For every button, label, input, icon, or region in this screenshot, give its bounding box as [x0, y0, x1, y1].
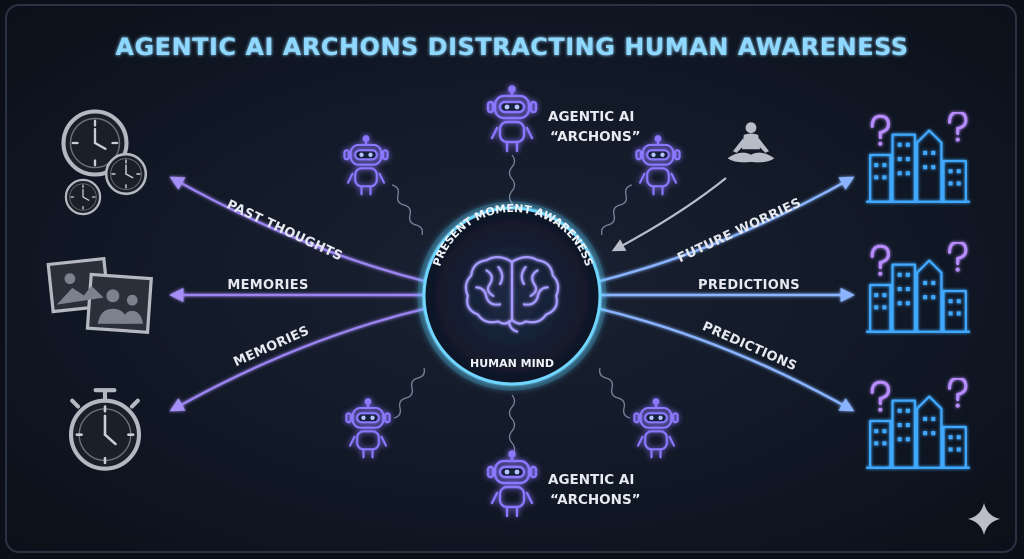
robot-icon-bottom-left [345, 398, 391, 459]
city-question-icon-1 [864, 112, 972, 204]
label-memories-1: MEMORIES [227, 278, 308, 293]
diagram-title: AGENTIC AI ARCHONS DISTRACTING HUMAN AWA… [115, 33, 908, 61]
wave-top-left [391, 184, 424, 236]
robot-icon-bottom-right [633, 398, 679, 459]
robot-icon-top-left [343, 135, 389, 196]
arrow-memories-2 [169, 306, 429, 412]
archon-label-bottom-line2: “ARCHONS” [550, 492, 641, 508]
wave-bottom-left [393, 367, 426, 419]
label-memories-2: MEMORIES [231, 323, 311, 370]
city-question-icon-2 [864, 242, 972, 334]
arrow-predictions-2 [595, 306, 855, 412]
archon-label-bottom-line1: AGENTIC AI [548, 472, 634, 488]
left-arrows [169, 176, 429, 412]
city-icons [864, 112, 972, 470]
stopwatch-icon [71, 390, 139, 468]
wave-bottom [508, 394, 516, 456]
right-arrows [595, 176, 855, 412]
human-mind-label: HUMAN MIND [470, 357, 554, 370]
label-past-thoughts: PAST THOUGHTS [224, 197, 345, 264]
label-predictions-2: PREDICTIONS [700, 319, 799, 374]
arrow-meditation [611, 177, 727, 252]
human-mind-node: PRESENT MOMENT AWARENESS HUMAN MIND [417, 201, 607, 391]
arrow-past-thoughts [169, 176, 429, 284]
label-future-worries: FUTURE WORRIES [675, 196, 804, 267]
robot-icon-bottom [486, 450, 538, 518]
clock-icon-small [64, 178, 102, 216]
archon-label-top-line2: “ARCHONS” [550, 129, 641, 145]
clocks-icon [64, 112, 148, 216]
robot-icon-top-right [635, 135, 681, 196]
mind-ring-glow [417, 201, 607, 391]
city-question-icon-3 [864, 378, 972, 470]
clock-icon-medium [104, 152, 148, 196]
meditating-figure-icon [727, 122, 775, 163]
photos-icon [46, 257, 153, 334]
arrow-future-worries [595, 176, 855, 284]
archon-label-top-line1: AGENTIC AI [548, 109, 634, 125]
wave-bottom-right [598, 367, 631, 419]
wave-top-right [600, 184, 633, 236]
sparkle-icon [968, 503, 1000, 535]
label-predictions-1: PREDICTIONS [698, 278, 800, 293]
robot-icon-top [486, 85, 538, 153]
